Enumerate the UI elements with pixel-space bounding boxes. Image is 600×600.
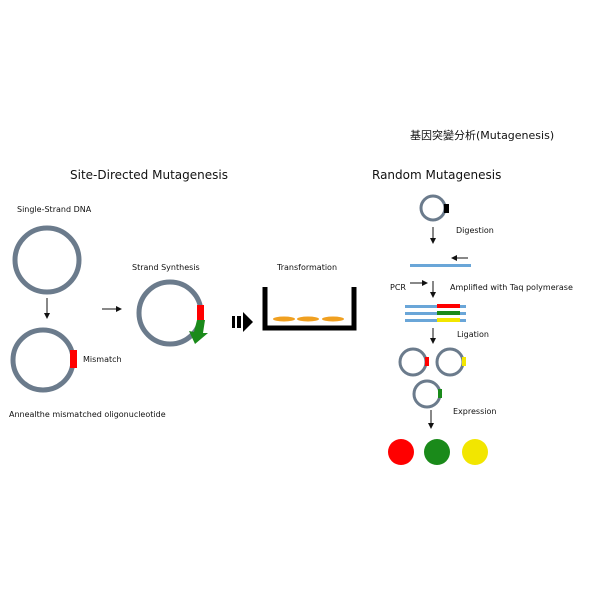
ligated-plasmid-red [398, 347, 428, 377]
synthesis-red-mark [197, 305, 204, 320]
amplified-strand [405, 305, 466, 308]
digestion-site-mark [444, 204, 449, 213]
digestion-plasmid [419, 194, 447, 222]
site-directed-title: Site-Directed Mutagenesis [70, 168, 228, 182]
mutation-yellow [437, 318, 460, 322]
ligated-plasmid-green [412, 379, 442, 409]
colony-green [424, 439, 450, 465]
mutation-red [437, 304, 460, 308]
random-title: Random Mutagenesis [372, 168, 502, 182]
anneal-label: Annealthe mismatched oligonucleotide [9, 410, 166, 419]
single-strand-plasmid [12, 225, 82, 295]
main-title: 基因突變分析(Mutagenesis) [410, 129, 555, 142]
pcr-label: PCR [390, 283, 406, 292]
annealed-plasmid [10, 327, 76, 393]
ligation-label: Ligation [457, 330, 489, 339]
amplified-strand [405, 319, 466, 322]
strand-synthesis-label: Strand Synthesis [132, 263, 200, 272]
ligated-green-mark [438, 389, 442, 398]
transformation-tray [262, 287, 357, 331]
colony-red [388, 439, 414, 465]
colony [297, 316, 319, 322]
block-arrow-icon [232, 312, 253, 332]
expression-label: Expression [453, 407, 497, 416]
colony [322, 316, 344, 322]
mismatch-mark [70, 350, 77, 368]
transformation-label: Transformation [277, 263, 338, 272]
digestion-label: Digestion [456, 226, 494, 235]
ligated-red-mark [425, 357, 429, 366]
mutation-green [437, 311, 460, 315]
amplified-label: Amplified with Taq polymerase [450, 283, 573, 292]
single-strand-label: Single-Strand DNA [17, 205, 92, 214]
amplified-strand [405, 312, 466, 315]
colony-yellow [462, 439, 488, 465]
pcr-strand [410, 264, 471, 267]
colony [273, 316, 295, 322]
mismatch-label: Mismatch [83, 355, 122, 364]
synthesis-green-arrow [189, 320, 208, 344]
ligated-plasmid-yellow [435, 347, 465, 377]
ligated-yellow-mark [462, 357, 466, 366]
